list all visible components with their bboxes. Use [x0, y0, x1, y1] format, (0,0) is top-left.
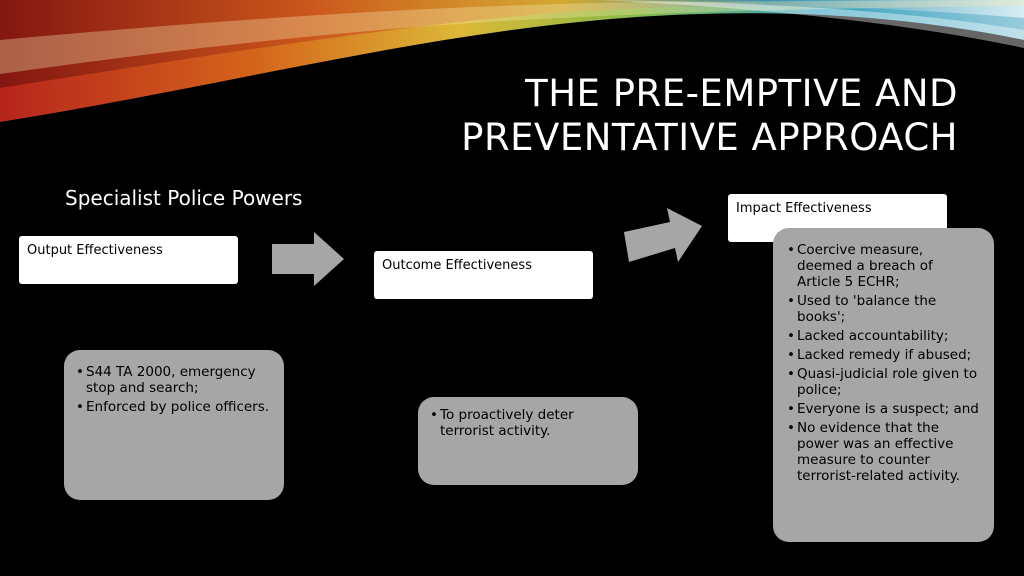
impact-bullet-4: Lacked remedy if abused; — [787, 347, 980, 363]
decorative-swoosh — [0, 0, 1024, 122]
output-bullet-1: S44 TA 2000, emergency stop and search; — [76, 364, 272, 396]
impact-bullet-5: Quasi-judicial role given to police; — [787, 366, 980, 398]
slide-title-line1: The pre-emptive and — [525, 72, 958, 115]
output-effectiveness-label: Output Effectiveness — [19, 236, 238, 284]
output-effectiveness-details: S44 TA 2000, emergency stop and search; … — [64, 350, 284, 500]
output-bullet-2: Enforced by police officers. — [76, 399, 272, 415]
impact-bullet-2: Used to 'balance the books'; — [787, 293, 980, 325]
impact-bullet-7: No evidence that the power was an effect… — [787, 420, 980, 484]
impact-bullet-1: Coercive measure, deemed a breach of Art… — [787, 242, 980, 290]
arrow-up-right-icon — [624, 208, 702, 262]
slide-title-line2: preventative approach — [461, 116, 958, 159]
outcome-effectiveness-label: Outcome Effectiveness — [374, 251, 593, 299]
impact-bullet-6: Everyone is a suspect; and — [787, 401, 980, 417]
impact-bullet-3: Lacked accountability; — [787, 328, 980, 344]
arrow-right-icon — [272, 232, 344, 286]
outcome-bullet-1: To proactively deter terrorist activity. — [430, 407, 626, 439]
impact-effectiveness-details: Coercive measure, deemed a breach of Art… — [773, 228, 994, 542]
slide-subtitle: Specialist Police Powers — [65, 186, 303, 210]
slide-title: The pre-emptive and preventative approac… — [338, 72, 958, 160]
outcome-effectiveness-details: To proactively deter terrorist activity. — [418, 397, 638, 485]
